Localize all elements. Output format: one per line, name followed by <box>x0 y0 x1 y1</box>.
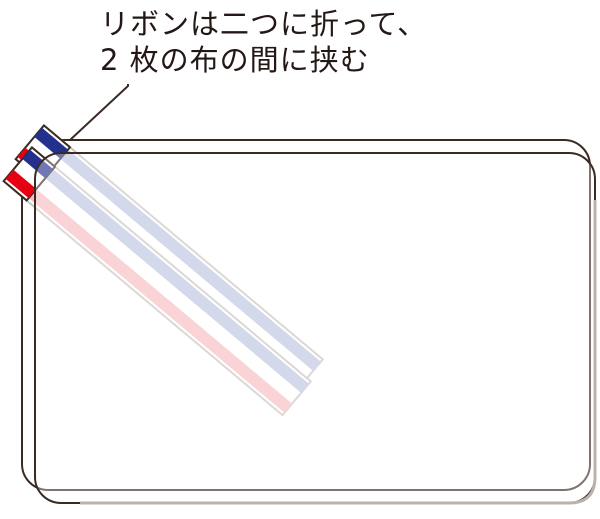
leader-line <box>69 84 129 141</box>
instruction-caption: リボンは二つに折って、 2 枚の布の間に挟む <box>100 6 427 78</box>
front-ribbon-strip <box>5 148 313 417</box>
front-cloth-shadow-edge <box>80 200 597 505</box>
front-cloth <box>34 152 596 504</box>
instruction-line-2: 2 枚の布の間に挟む <box>100 43 370 77</box>
back-cloth <box>21 139 591 491</box>
instruction-line-1: リボンは二つに折って、 <box>100 7 428 41</box>
